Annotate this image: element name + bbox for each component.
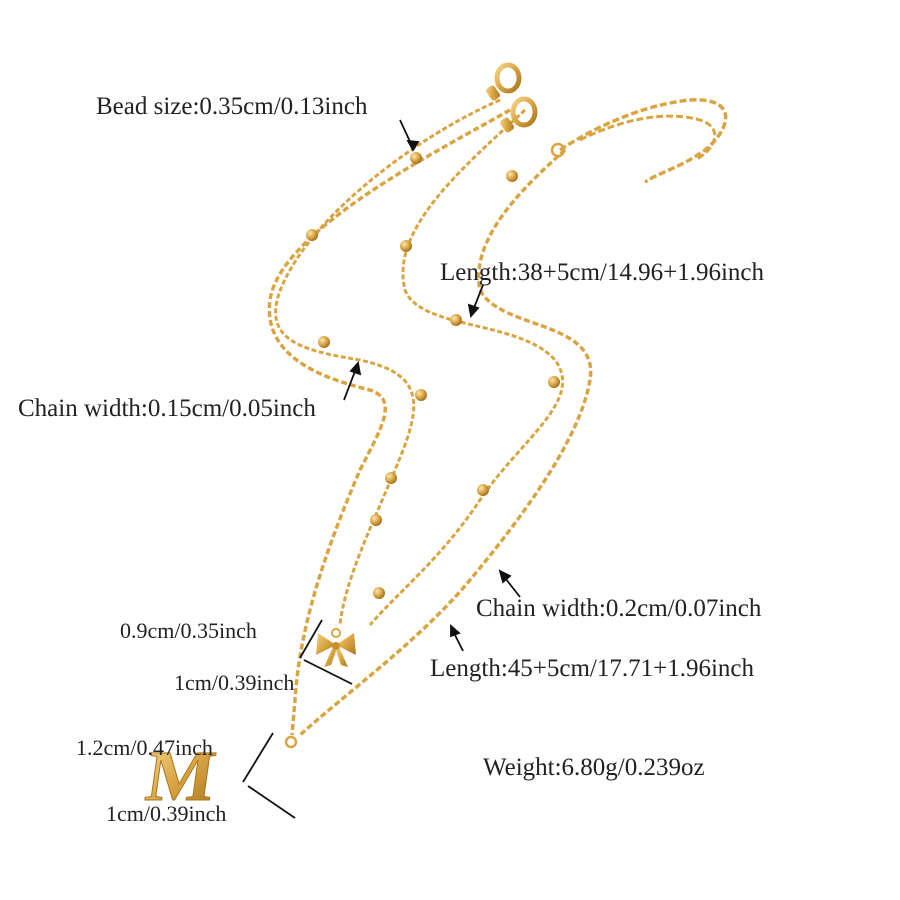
letter-height-label: 1.2cm/0.47inch [76,735,213,760]
extender-chain-2 [579,114,717,162]
bow-height-label: 0.9cm/0.35inch [120,618,257,643]
short-chain-right [368,108,565,626]
bead-size-label: Bead size:0.35cm/0.13inch [96,93,368,120]
length-long-label: Length:45+5cm/17.71+1.96inch [430,655,754,682]
long-chain-right [298,148,593,737]
chain-width-thin-label: Chain width:0.15cm/0.05inch [18,395,316,422]
lobster-clasp-1 [486,62,522,101]
letter-glyph: M [141,736,220,816]
pointer-lines [242,119,521,819]
long-chain-left [267,108,511,736]
extender-chain [559,98,728,184]
lobster-clasp-2 [500,96,538,133]
letter-width-label: 1cm/0.39inch [106,801,227,826]
bow-width-label: 1cm/0.39inch [174,670,295,695]
chain-width-thick-label: Chain width:0.2cm/0.07inch [476,595,762,622]
weight-label: Weight:6.80g/0.239oz [483,754,705,781]
short-beaded-chain [274,98,501,626]
bow-pendant [316,628,356,667]
letter-pendant: M [141,735,298,816]
beads [306,152,560,599]
jump-ring [550,142,566,158]
length-short-label: Length:38+5cm/14.96+1.96inch [440,259,764,286]
